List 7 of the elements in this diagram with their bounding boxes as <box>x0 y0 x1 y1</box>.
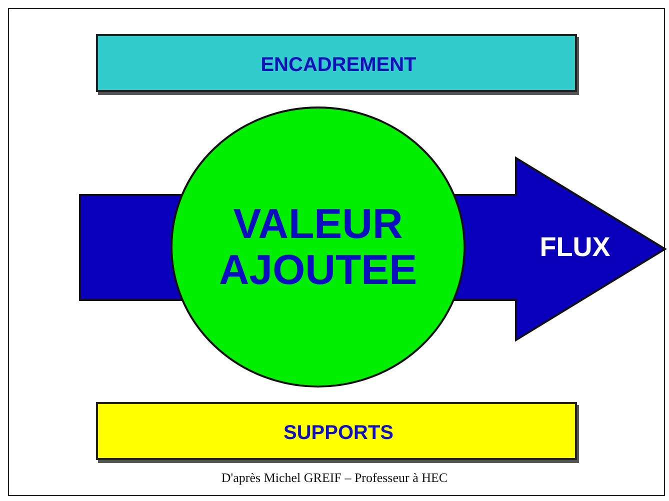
node-label: SUPPORTS <box>283 422 394 444</box>
node-label: FLUX <box>540 233 610 263</box>
node-label: VALEUR AJOUTEE <box>218 200 418 294</box>
node-label: ENCADREMENT <box>260 54 416 76</box>
caption: D'après Michel GREIF – Professeur à HEC <box>221 470 448 485</box>
support-box <box>96 402 577 460</box>
header-box <box>96 34 577 92</box>
